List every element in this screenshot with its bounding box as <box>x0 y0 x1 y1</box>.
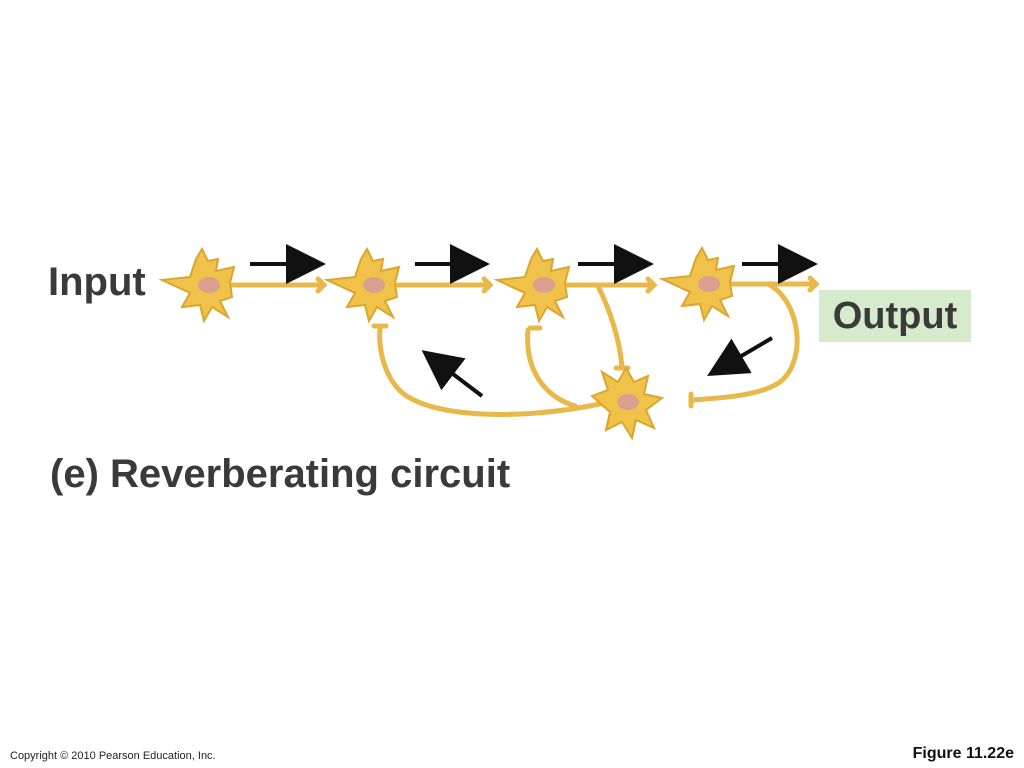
figure-caption: (e) Reverberating circuit <box>50 452 511 496</box>
collateral-n4-to-feedback <box>689 281 800 403</box>
input-label: Input <box>48 260 146 304</box>
feedback-neuron <box>590 365 665 441</box>
neuron-1 <box>158 246 236 324</box>
feedback-paths <box>377 281 800 417</box>
collateral-n3-to-feedback <box>595 283 625 371</box>
neuron-4 <box>658 245 736 323</box>
output-label: Output <box>819 290 971 342</box>
arrow-feedback-down-left <box>707 336 774 377</box>
feedback-axon-to-n2 <box>377 325 603 417</box>
direction-arrows <box>250 244 818 398</box>
neuron-3 <box>493 246 571 324</box>
neuron-2 <box>323 246 401 324</box>
figure-number: Figure 11.22e <box>912 745 1014 762</box>
arrow-feedback-up-left <box>421 350 484 398</box>
copyright-notice: Copyright © 2010 Pearson Education, Inc. <box>10 750 216 762</box>
feedback-axon-to-n3 <box>525 327 578 409</box>
